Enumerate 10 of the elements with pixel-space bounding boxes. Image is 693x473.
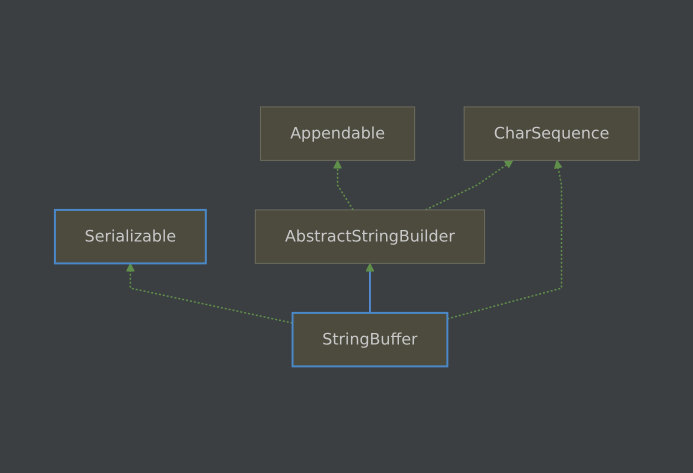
- arrow: [365, 262, 374, 313]
- node-box: StringBuffer: [291, 312, 448, 368]
- node-box: CharSequence: [463, 106, 640, 161]
- arrow: [332, 160, 354, 210]
- arrow: [424, 160, 513, 210]
- node-box: Serializable: [53, 208, 206, 264]
- arrow: [446, 160, 562, 320]
- node-box: AbstractStringBuilder: [254, 209, 485, 264]
- arrow: [126, 262, 292, 324]
- node-box: Appendable: [260, 106, 415, 161]
